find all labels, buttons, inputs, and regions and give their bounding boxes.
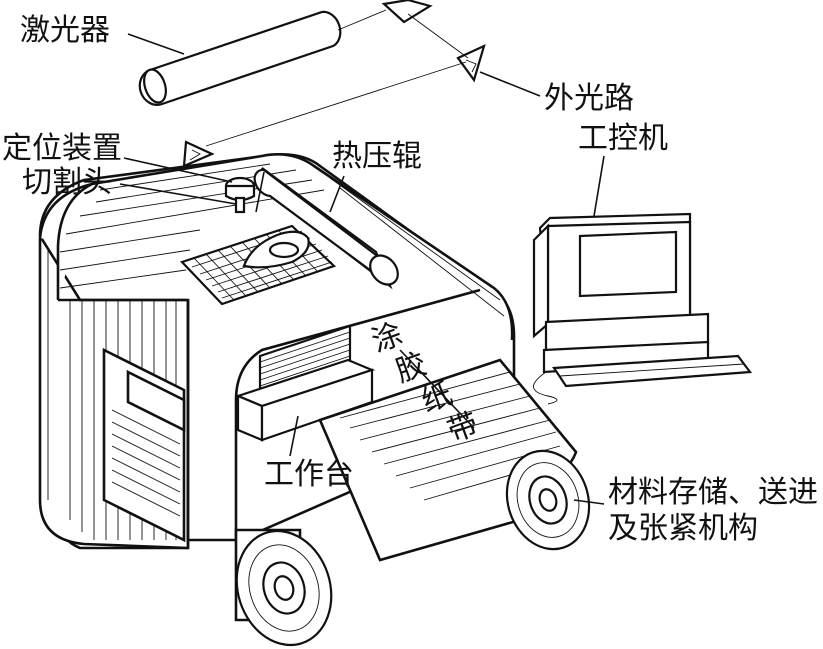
take-up-roll-front: [234, 528, 333, 647]
external-optical-path-beams: [205, 9, 469, 147]
label-positioning-device: 定位装置: [2, 131, 122, 166]
label-worktable: 工作台: [264, 457, 354, 492]
label-industrial-computer: 工控机: [578, 121, 668, 156]
cutting-head: [224, 176, 256, 214]
label-hot-pressing-roller: 热压辊: [332, 139, 422, 174]
industrial-computer: [532, 212, 753, 405]
hot-pressing-roller: [253, 167, 399, 290]
leader-lines: [119, 33, 605, 505]
label-laser: 激光器: [20, 13, 110, 48]
label-material-storage-line1: 材料存储、送进: [608, 475, 818, 510]
label-external-optical-path: 外光路: [544, 81, 634, 116]
mirror-top: [381, 0, 433, 24]
side-window: [102, 347, 186, 543]
mirror-prism-right: [456, 43, 486, 83]
label-material-storage-line2: 及张紧机构: [608, 511, 758, 546]
label-cutting-head: 切割头: [22, 165, 112, 200]
supply-roll-right: [505, 449, 591, 551]
mirror-prism-left: [182, 140, 215, 168]
laser-tube: [138, 10, 342, 106]
cutting-grid: [180, 224, 337, 306]
